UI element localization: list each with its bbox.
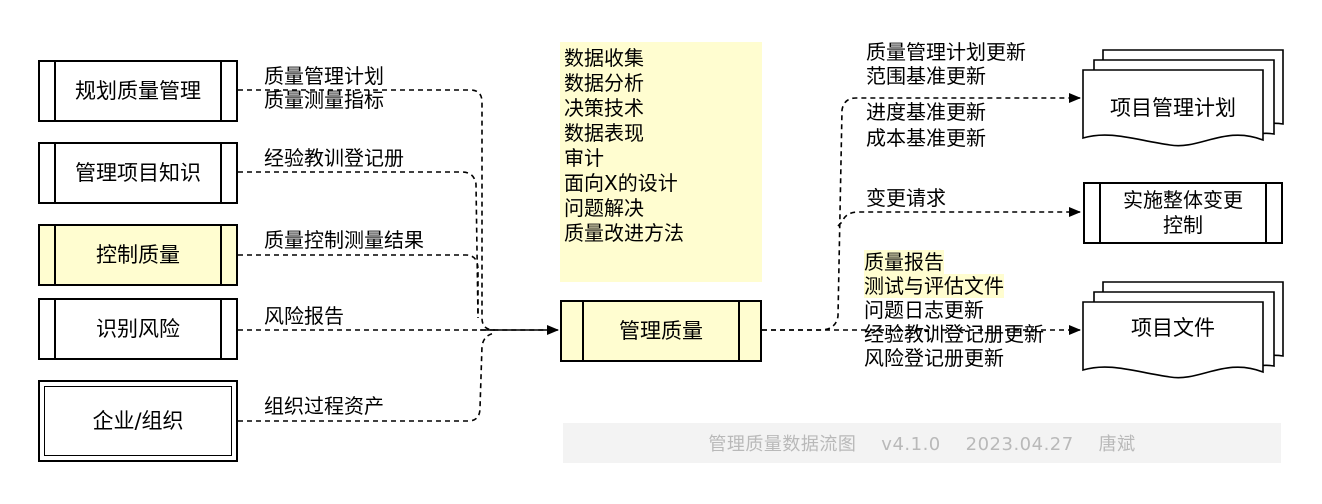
process-control-quality: 控制质量 xyxy=(38,224,238,286)
tool-item: 审计 xyxy=(564,146,604,170)
project-document-outputs: 质量报告 测试与评估文件 问题日志更新 经验教训登记册更新 风险登记册更新 xyxy=(864,250,1044,370)
enterprise-organization-box: 企业/组织 xyxy=(38,380,238,462)
process-plan-quality-management: 规划质量管理 xyxy=(38,60,238,122)
flow-label-lessons-learned-register: 经验教训登记册 xyxy=(264,146,404,170)
flow-line-plan-quality xyxy=(238,89,555,331)
process-identify-risks: 识别风险 xyxy=(38,298,238,360)
tool-item: 问题解决 xyxy=(564,196,644,220)
output-label-qmp-update: 质量管理计划更新 xyxy=(866,40,1026,64)
flow-label-risk-report: 风险报告 xyxy=(264,304,344,328)
flow-label-quality-control-measurements: 质量控制测量结果 xyxy=(264,228,424,252)
tool-item: 数据分析 xyxy=(564,71,644,95)
process-label: 控制质量 xyxy=(96,242,180,267)
flow-line-opa xyxy=(238,332,497,422)
process-label: 规划质量管理 xyxy=(75,78,201,103)
project-documents-document xyxy=(1082,281,1284,379)
target-perform-integrated-change-control: 实施整体变更控制 xyxy=(1083,182,1283,244)
output-item-risk-register-update: 风险登记册更新 xyxy=(864,346,1004,370)
target-project-documents: 项目文件 xyxy=(1131,316,1215,340)
tool-item: 决策技术 xyxy=(564,96,644,120)
flow-line-to-change xyxy=(837,207,1081,227)
output-label-scope-baseline-update: 范围基准更新 xyxy=(866,64,986,88)
flow-line-project-knowledge xyxy=(238,171,479,319)
process-label: 实施整体变更控制 xyxy=(1123,188,1243,237)
output-label-change-request: 变更请求 xyxy=(866,186,946,210)
target-project-management-plan: 项目管理计划 xyxy=(1110,96,1236,120)
output-item-test-evaluation-documents: 测试与评估文件 xyxy=(864,274,1004,298)
tool-item: 数据收集 xyxy=(564,46,644,70)
project-plan-document xyxy=(1082,49,1284,147)
flow-label-organizational-process-assets: 组织过程资产 xyxy=(264,394,384,418)
flow-line-control-quality xyxy=(238,254,479,318)
process-label: 识别风险 xyxy=(96,316,180,341)
tool-item: 数据表现 xyxy=(564,121,644,145)
flow-label-quality-metrics: 质量测量指标 xyxy=(264,88,384,112)
diagram-footer-caption: 管理质量数据流图 v4.1.0 2023.04.27 唐斌 xyxy=(563,423,1281,463)
flow-label-quality-management-plan: 质量管理计划 xyxy=(264,64,384,88)
output-item-issue-log-update: 问题日志更新 xyxy=(864,298,984,322)
tools-and-techniques-list: 数据收集 数据分析 决策技术 数据表现 审计 面向X的设计 问题解决 质量改进方… xyxy=(560,42,762,282)
output-label-cost-baseline-update: 成本基准更新 xyxy=(866,126,986,150)
output-item-lessons-learned-update: 经验教训登记册更新 xyxy=(864,322,1044,346)
tool-item: 质量改进方法 xyxy=(564,221,684,245)
process-label: 企业/组织 xyxy=(92,408,184,433)
process-manage-project-knowledge: 管理项目知识 xyxy=(38,142,238,204)
tool-item: 面向X的设计 xyxy=(564,171,678,195)
process-label: 管理项目知识 xyxy=(75,160,201,185)
process-manage-quality: 管理质量 xyxy=(560,300,762,362)
output-label-schedule-baseline-update: 进度基准更新 xyxy=(866,100,986,124)
output-item-quality-report: 质量报告 xyxy=(864,250,944,274)
process-label: 管理质量 xyxy=(619,318,703,343)
